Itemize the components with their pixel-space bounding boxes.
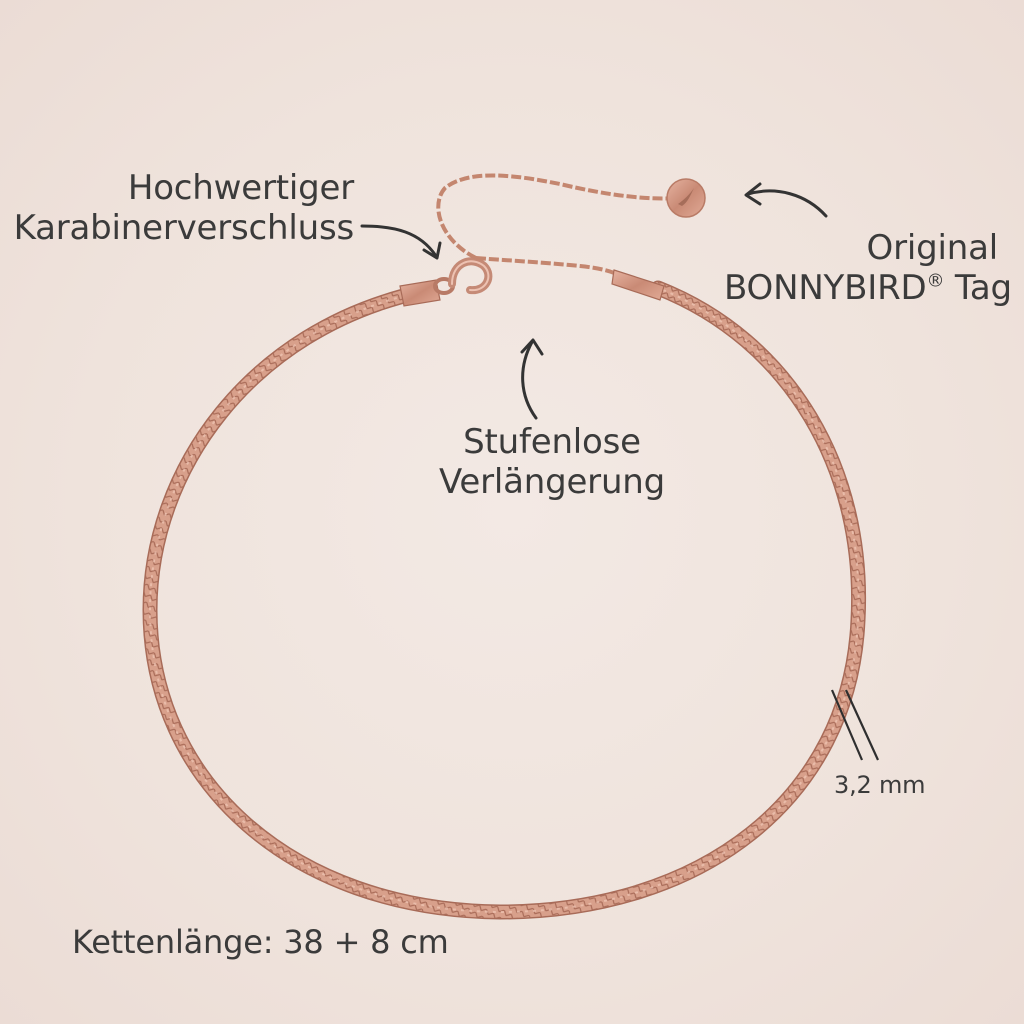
- tag-arrow-icon: [744, 182, 828, 218]
- lobster-clasp: [399, 257, 493, 307]
- extension-arrow-icon: [520, 338, 544, 420]
- herringbone-chain: [142, 280, 867, 920]
- chain-length-label: Kettenlänge: 38 + 8 cm: [72, 923, 449, 961]
- tag-label: Original BONNYBIRD® Tag: [724, 228, 1012, 308]
- tag-label-line2: BONNYBIRD® Tag: [724, 268, 1012, 308]
- registered-mark: ®: [926, 270, 945, 292]
- bird-logo-icon: [678, 188, 694, 206]
- extension-chain: [436, 173, 679, 280]
- extension-label-line2: Verlängerung: [438, 462, 666, 502]
- clasp-arrow-icon: [360, 224, 442, 260]
- width-indicator: [830, 689, 880, 761]
- brand-name: BONNYBIRD: [724, 268, 927, 308]
- extension-label: Stufenlose Verlängerung: [412, 422, 692, 502]
- extension-label-line1: Stufenlose: [463, 422, 641, 462]
- tag-label-line1: Original: [866, 228, 999, 268]
- tag-word: Tag: [944, 268, 1012, 308]
- clasp-label-line2: Karabinerverschluss: [13, 208, 355, 248]
- chain-end-cap: [611, 269, 665, 301]
- clasp-label-line1: Hochwertiger: [127, 168, 354, 208]
- brand-tag: [666, 178, 706, 218]
- width-label: 3,2 mm: [834, 771, 926, 799]
- clasp-label: Hochwertiger Karabinerverschluss: [13, 168, 355, 248]
